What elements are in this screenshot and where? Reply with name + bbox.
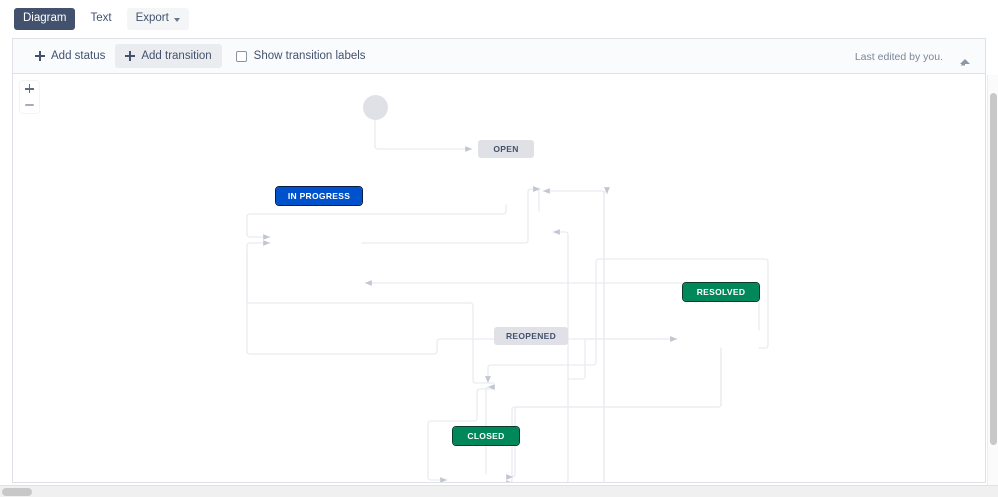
tab-text-label: Text xyxy=(90,12,112,25)
toolbar-right-group: Last edited by you. xyxy=(855,39,973,74)
status-node-closed-label: CLOSED xyxy=(467,431,505,441)
horizontal-scrollbar-thumb[interactable] xyxy=(2,488,32,496)
status-node-reopened[interactable]: REOPENED xyxy=(494,327,568,345)
transition-connectors xyxy=(246,119,769,482)
add-status-label: Add status xyxy=(51,50,106,62)
last-edited-status: Last edited by you. xyxy=(854,50,943,63)
plus-icon xyxy=(125,51,136,61)
show-transition-labels-toggle[interactable]: Show transition labels xyxy=(235,50,366,62)
chevron-up-icon[interactable] xyxy=(959,50,973,64)
tab-export[interactable]: Export xyxy=(126,8,189,30)
show-transition-labels-label: Show transition labels xyxy=(253,50,366,62)
vertical-scrollbar-thumb[interactable] xyxy=(990,93,997,445)
tab-diagram-label: Diagram xyxy=(23,12,67,25)
status-node-reopened-label: REOPENED xyxy=(505,331,557,341)
diagram-toolbar: Add status Add transition Show transitio… xyxy=(13,39,985,74)
diagram-canvas[interactable]: OPEN IN PROGRESS RESOLVED REOPENED CLOSE… xyxy=(13,74,985,482)
add-transition-button[interactable]: Add transition xyxy=(115,44,222,68)
editor-frame: Add status Add transition Show transitio… xyxy=(12,38,986,483)
plus-icon xyxy=(35,51,45,61)
status-node-open-label: OPEN xyxy=(493,144,519,154)
add-transition-label: Add transition xyxy=(141,50,212,62)
start-node[interactable] xyxy=(363,95,388,120)
status-node-in-progress-label: IN PROGRESS xyxy=(287,191,351,201)
view-tabs: Diagram Text Export xyxy=(0,0,998,38)
tab-text[interactable]: Text xyxy=(81,8,121,30)
status-node-closed[interactable]: CLOSED xyxy=(452,426,520,446)
zoom-in-button[interactable] xyxy=(20,81,39,97)
status-node-resolved-label: RESOLVED xyxy=(696,287,746,297)
tab-export-label: Export xyxy=(135,12,169,25)
vertical-scrollbar[interactable] xyxy=(987,75,998,497)
checkbox-icon[interactable] xyxy=(235,50,247,62)
zoom-controls xyxy=(20,81,39,113)
add-status-button[interactable]: Add status xyxy=(25,44,115,68)
status-node-open[interactable]: OPEN xyxy=(478,140,534,158)
status-node-in-progress[interactable]: IN PROGRESS xyxy=(275,186,363,206)
status-node-resolved[interactable]: RESOLVED xyxy=(682,282,760,302)
horizontal-scrollbar[interactable] xyxy=(0,485,998,497)
chevron-down-icon xyxy=(173,17,180,22)
zoom-out-button[interactable] xyxy=(20,97,39,113)
tab-diagram[interactable]: Diagram xyxy=(14,8,76,30)
